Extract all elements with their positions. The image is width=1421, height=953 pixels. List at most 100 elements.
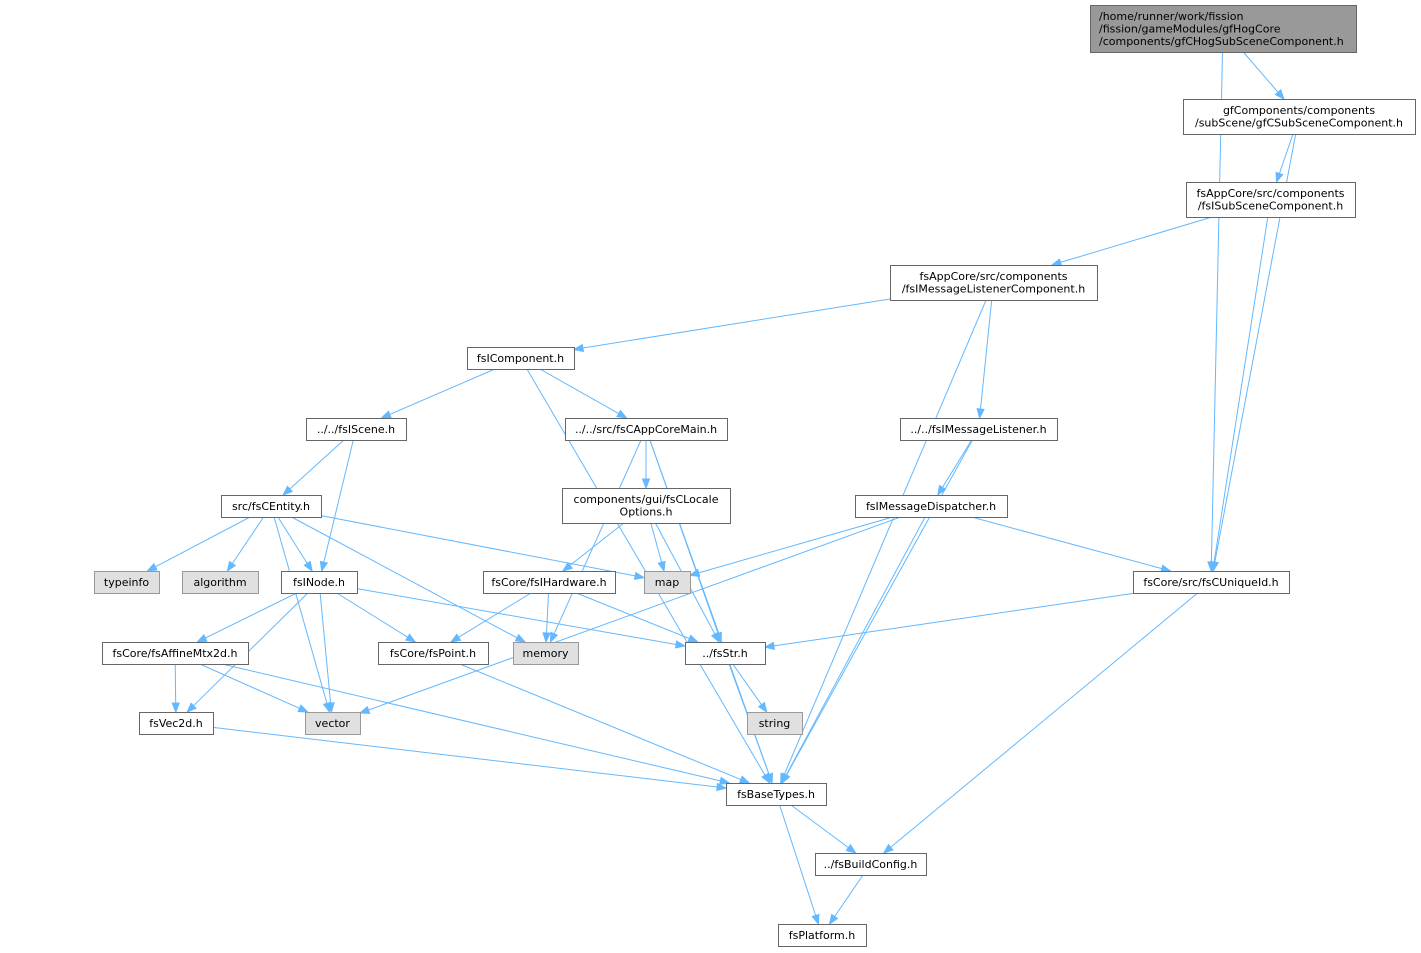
arrowhead-icon xyxy=(688,568,701,577)
node-fsIComponent[interactable]: fsIComponent.h xyxy=(467,347,575,370)
node-box xyxy=(94,571,160,594)
edge-fsIScene-to-fsCEntity xyxy=(282,439,345,496)
edge-line xyxy=(971,516,1162,570)
edge-fsIMD-to-map xyxy=(688,516,893,577)
edge-fsCEntity-to-fsINode xyxy=(277,516,313,573)
edge-line xyxy=(546,592,549,634)
node-vector: vector xyxy=(305,712,361,735)
node-fsCAppCoreMain[interactable]: ../../src/fsCAppCoreMain.h xyxy=(565,418,728,441)
node-box xyxy=(306,418,407,441)
arrowhead-icon xyxy=(297,704,310,713)
node-fsCEntity[interactable]: src/fsCEntity.h xyxy=(221,495,322,518)
node-box xyxy=(726,783,827,806)
edge-fsISub-to-fsIMLC xyxy=(1050,216,1213,267)
node-fsPlatform[interactable]: fsPlatform.h xyxy=(778,924,867,947)
edge-fsCUniqueId-to-fsBuildConfig xyxy=(882,592,1199,854)
node-gfCSub[interactable]: gfComponents/components/subScene/gfCSubS… xyxy=(1183,99,1416,135)
node-box xyxy=(890,265,1098,301)
node-label: gfComponents/components xyxy=(1223,104,1375,117)
edge-line xyxy=(790,804,849,849)
arrowhead-icon xyxy=(186,702,197,713)
node-label: /fsIMessageListenerComponent.h xyxy=(902,283,1085,296)
arrowhead-icon xyxy=(1160,564,1172,573)
edge-fsCEntity-to-typeinfo xyxy=(146,516,251,572)
node-box xyxy=(1133,571,1290,594)
node-fsCUniqueId[interactable]: fsCore/src/fsCUniqueId.h xyxy=(1133,571,1290,594)
node-typeinfo: typeinfo xyxy=(94,571,160,594)
edge-fsIHardware-to-fsStr xyxy=(576,592,699,643)
node-label: fsBaseTypes.h xyxy=(737,788,815,801)
node-fsIHardware[interactable]: fsCore/fsIHardware.h xyxy=(483,571,616,594)
edge-fsCLocale-to-fsIHardware xyxy=(561,522,625,572)
edge-fsBuildConfig-to-fsPlatform xyxy=(828,874,864,926)
arrowhead-icon xyxy=(449,633,462,643)
node-fsIScene[interactable]: ../../fsIScene.h xyxy=(306,418,407,441)
arrowhead-icon xyxy=(380,410,392,419)
node-fsIMLC[interactable]: fsAppCore/src/components/fsIMessageListe… xyxy=(890,265,1098,301)
edge-line xyxy=(539,368,619,415)
node-box xyxy=(565,418,728,441)
edge-line xyxy=(193,592,309,707)
edge-gfCSub-to-fsISub xyxy=(1275,133,1294,184)
edge-line xyxy=(291,516,518,639)
arrowhead-icon xyxy=(196,634,208,643)
arrowhead-icon xyxy=(845,843,857,854)
node-box xyxy=(1186,182,1356,218)
node-label: ../../fsIScene.h xyxy=(317,423,395,436)
arrowhead-icon xyxy=(1274,89,1285,101)
node-box xyxy=(102,642,249,665)
node-box xyxy=(305,712,361,735)
edge-line xyxy=(221,663,721,782)
node-label: /fsISubSceneComponent.h xyxy=(1198,200,1343,213)
node-label: fsVec2d.h xyxy=(149,717,203,730)
edge-fsINode-to-fsAffine xyxy=(196,592,297,643)
edge-fsCEntity-to-memory xyxy=(291,516,527,643)
edge-fsINode-to-fsVec2d xyxy=(186,592,309,713)
node-fsIMD[interactable]: fsIMessageDispatcher.h xyxy=(855,495,1008,518)
edge-line xyxy=(779,804,817,916)
edge-fsBaseTypes-to-fsBuildConfig xyxy=(790,804,857,854)
edges-layer xyxy=(146,51,1297,926)
node-fsBaseTypes[interactable]: fsBaseTypes.h xyxy=(726,783,827,806)
edge-line xyxy=(732,663,762,705)
node-fsPoint[interactable]: fsCore/fsPoint.h xyxy=(378,642,489,665)
arrowhead-icon xyxy=(763,641,775,650)
node-box xyxy=(685,642,766,665)
arrowhead-icon xyxy=(404,633,417,643)
edge-line xyxy=(273,516,328,704)
node-fsVec2d[interactable]: fsVec2d.h xyxy=(139,712,214,735)
edge-line xyxy=(174,663,177,704)
edge-line xyxy=(569,522,625,566)
edge-fsVec2d-to-fsBaseTypes xyxy=(212,726,728,792)
node-fsINode[interactable]: fsINode.h xyxy=(281,571,358,594)
arrowhead-icon xyxy=(633,571,646,580)
node-label: map xyxy=(655,576,679,589)
edge-fsIML-to-fsBaseTypes xyxy=(781,439,973,785)
arrowhead-icon xyxy=(641,478,651,490)
edge-fsCAppCoreMain-to-fsCLocale xyxy=(641,440,651,490)
edge-fsCLocale-to-map xyxy=(650,522,666,573)
node-memory: memory xyxy=(513,642,579,665)
edge-fsBaseTypes-to-fsPlatform xyxy=(779,804,820,926)
edge-line xyxy=(323,439,354,563)
node-label: fsAppCore/src/components xyxy=(920,270,1068,283)
node-fsAffine[interactable]: fsCore/fsAffineMtx2d.h xyxy=(102,642,249,665)
node-label: fsCore/fsAffineMtx2d.h xyxy=(112,647,237,660)
arrowhead-icon xyxy=(303,560,313,573)
edge-fsIHardware-to-memory xyxy=(542,592,551,644)
edge-line xyxy=(458,592,532,638)
node-label: fsCore/fsPoint.h xyxy=(390,647,476,660)
arrowhead-icon xyxy=(657,560,666,573)
edge-fsIHardware-to-fsPoint xyxy=(449,592,532,643)
node-fsIML[interactable]: ../../fsIMessageListener.h xyxy=(900,418,1058,441)
node-label: algorithm xyxy=(193,576,246,589)
edge-line xyxy=(942,439,973,488)
node-fsISub[interactable]: fsAppCore/src/components/fsISubSceneComp… xyxy=(1186,182,1356,218)
node-root[interactable]: /home/runner/work/fission/fission/gameMo… xyxy=(1090,5,1357,53)
node-box xyxy=(483,571,616,594)
edge-line xyxy=(576,592,690,640)
node-fsBuildConfig[interactable]: ../fsBuildConfig.h xyxy=(815,853,927,876)
node-fsStr[interactable]: ../fsStr.h xyxy=(685,642,766,665)
